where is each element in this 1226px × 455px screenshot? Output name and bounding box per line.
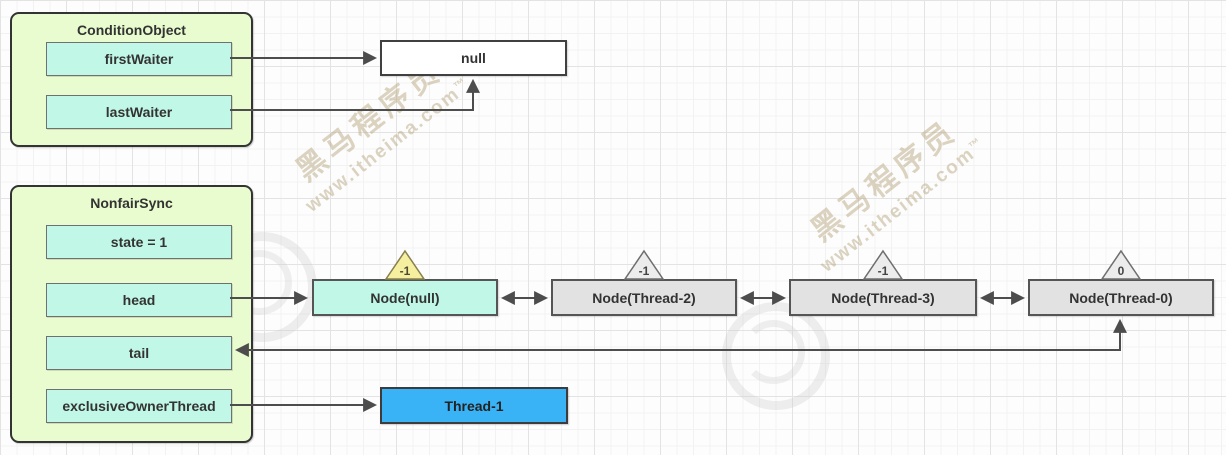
- field-first-waiter: firstWaiter: [46, 42, 232, 76]
- watermark-url: www.itheima.com™: [301, 73, 471, 217]
- condition-object-box: ConditionObject firstWaiter lastWaiter: [10, 12, 253, 147]
- queue-node-thread-0: Node(Thread-0): [1028, 279, 1214, 316]
- arrow-last-waiter-to-null: [230, 78, 480, 111]
- wait-status-value: -1: [878, 264, 889, 278]
- condition-object-title: ConditionObject: [77, 22, 186, 38]
- watermark-brand: 黑马程序员: [805, 114, 964, 248]
- queue-node-thread-2: Node(Thread-2): [551, 279, 737, 316]
- wait-status-value: -1: [639, 264, 650, 278]
- field-last-waiter: lastWaiter: [46, 95, 232, 129]
- wait-status-triangle-yellow: -1: [384, 249, 426, 280]
- queue-node-thread-3: Node(Thread-3): [789, 279, 977, 316]
- owner-thread-box: Thread-1: [380, 387, 568, 424]
- field-state: state = 1: [46, 225, 232, 259]
- nonfair-sync-title: NonfairSync: [90, 195, 173, 211]
- wait-status-triangle: 0: [1100, 249, 1142, 280]
- wait-status-value: -1: [400, 264, 411, 278]
- field-exclusive-owner-thread: exclusiveOwnerThread: [46, 389, 232, 423]
- field-tail: tail: [46, 336, 232, 370]
- watermark-logo-circle: [722, 302, 830, 410]
- wait-status-triangle: -1: [862, 249, 904, 280]
- arrow-tail-to-last-node: [234, 318, 1127, 357]
- wait-status-triangle: -1: [623, 249, 665, 280]
- null-box: null: [380, 40, 567, 76]
- queue-node-head: Node(null): [312, 279, 498, 316]
- field-head: head: [46, 283, 232, 317]
- nonfair-sync-box: NonfairSync state = 1 head tail exclusiv…: [10, 185, 253, 443]
- wait-status-value: 0: [1118, 264, 1125, 278]
